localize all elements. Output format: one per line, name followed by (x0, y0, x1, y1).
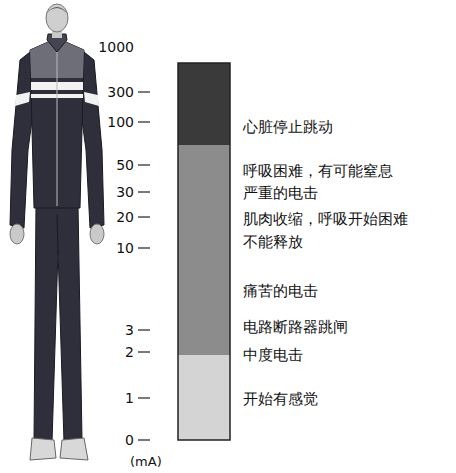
current-bar (178, 63, 230, 440)
scale-number: 30 (116, 184, 134, 200)
dark-band (178, 63, 230, 145)
unit-label: (mA) (130, 455, 162, 470)
light-band (178, 355, 230, 440)
scale-ticks (138, 92, 150, 440)
effect-label: 痛苦的电击 (243, 283, 318, 300)
person-figure (10, 4, 104, 460)
effect-label: 心脏停止跳动 (243, 119, 333, 136)
effect-label: 严重的电击 (243, 185, 318, 202)
scale-number: 1000 (98, 39, 134, 55)
scale-number: 3 (125, 322, 134, 338)
scale-number: 20 (116, 209, 134, 225)
effect-label: 电路断路器跳闸 (243, 319, 348, 336)
effect-label: 中度电击 (243, 347, 303, 364)
scale-number: 0 (125, 432, 134, 448)
effect-label: 肌肉收缩，呼吸开始困难 (243, 211, 408, 228)
scale-number: 300 (107, 84, 134, 100)
scale-number: 50 (116, 157, 134, 173)
scale-number: 10 (116, 240, 134, 256)
effect-label: 不能释放 (243, 234, 303, 251)
scale-number: 2 (125, 344, 134, 360)
scale-number: 1 (125, 390, 134, 406)
bar-outline (178, 63, 230, 440)
scale-number: 100 (107, 114, 134, 130)
effect-label: 开始有感觉 (243, 391, 318, 408)
middle-band (178, 145, 230, 355)
effect-label: 呼吸困难，有可能窒息 (243, 163, 393, 180)
